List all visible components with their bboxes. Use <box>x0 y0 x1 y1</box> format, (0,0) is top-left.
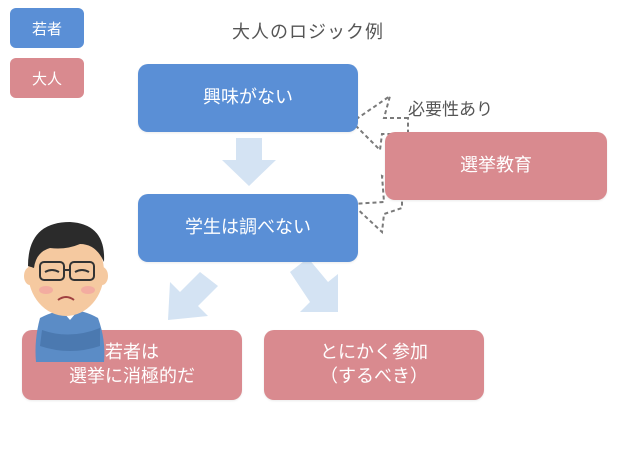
legend-adult-label: 大人 <box>31 69 62 88</box>
node-just-participate-label: とにかく参加 （するべき） <box>320 341 428 387</box>
node-election-education-label: 選挙教育 <box>460 154 532 176</box>
legend-youth-label: 若者 <box>31 19 62 38</box>
diagram-title: 大人のロジック例 <box>232 22 384 43</box>
legend-youth: 若者 <box>10 8 84 48</box>
necessity-annotation: 必要性あり <box>408 100 493 120</box>
down-arrow <box>222 138 276 186</box>
node-students-dont-research-label: 学生は調べない <box>185 216 311 238</box>
legend-adult: 大人 <box>10 58 84 98</box>
node-just-participate: とにかく参加 （するべき） <box>264 330 484 400</box>
node-no-interest: 興味がない <box>138 64 358 132</box>
node-students-dont-research: 学生は調べない <box>138 194 358 262</box>
diagonal-arrow-left <box>168 272 218 320</box>
node-election-education: 選挙教育 <box>385 132 607 200</box>
node-no-interest-label: 興味がない <box>203 86 293 108</box>
node-youth-passive-label: 若者は 選挙に消極的だ <box>69 341 195 387</box>
diagonal-arrow-right <box>290 258 338 312</box>
